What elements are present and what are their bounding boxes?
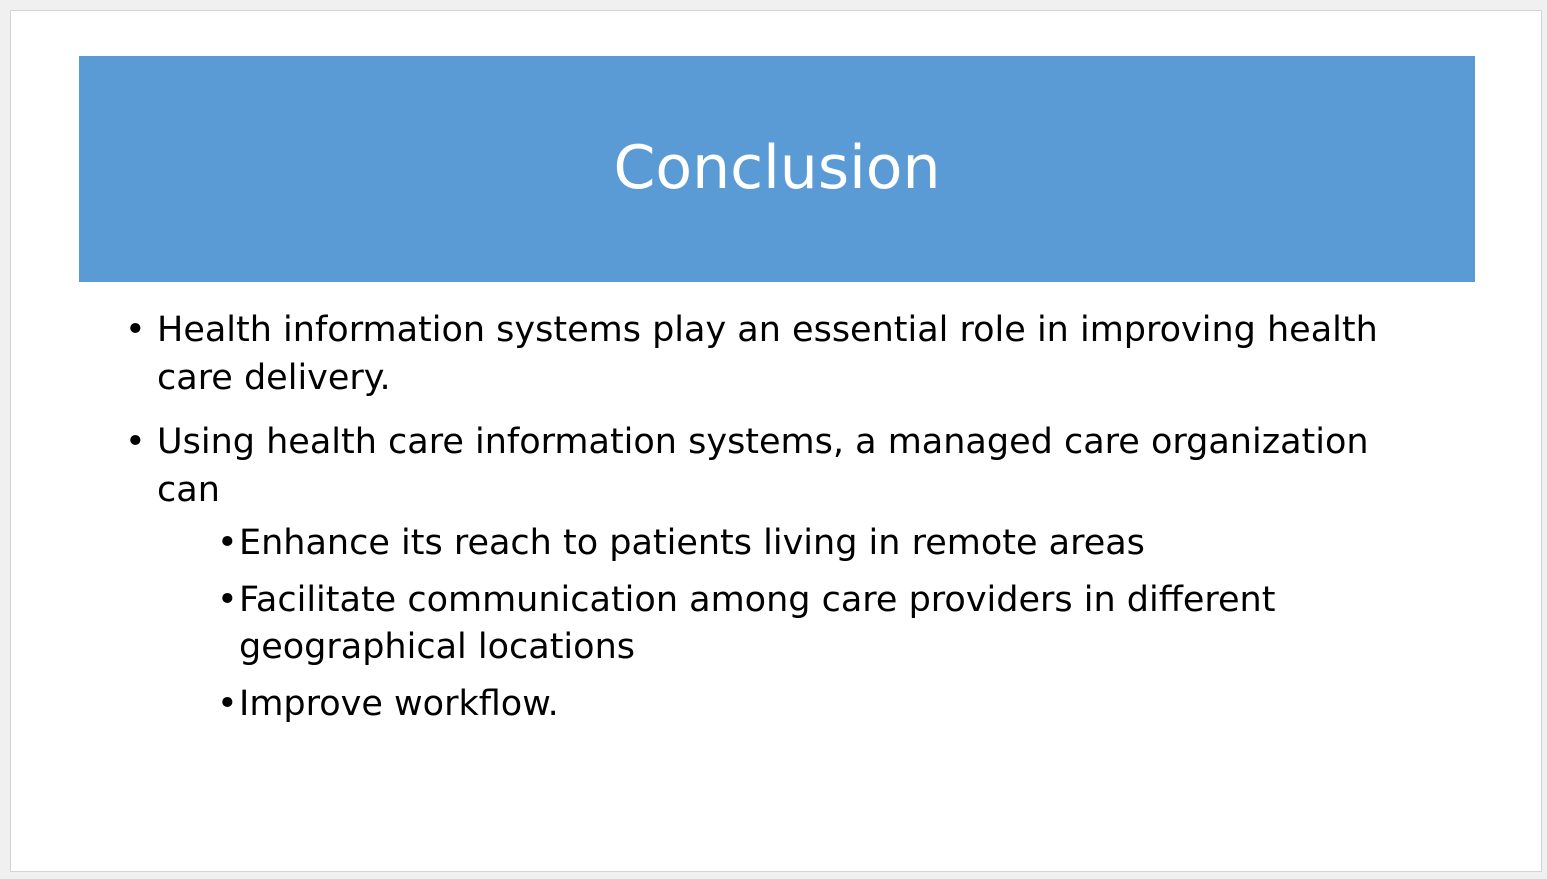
bullet-dot-icon: • — [217, 684, 238, 724]
title-band: Conclusion — [79, 56, 1475, 282]
sub-bullet-text: Enhance its reach to patients living in … — [239, 523, 1145, 563]
sub-bullet-item: • Improve workflow. — [215, 681, 1433, 728]
bullet-item: • Using health care information systems,… — [123, 418, 1433, 728]
bullet-dot-icon: • — [217, 580, 238, 620]
bullet-text: Health information systems play an essen… — [157, 310, 1378, 398]
slide-title: Conclusion — [613, 133, 941, 203]
sub-bullet-list: • Enhance its reach to patients living i… — [157, 520, 1433, 728]
slide-body: • Health information systems play an ess… — [123, 306, 1433, 744]
bullet-text: Using health care information systems, a… — [157, 422, 1369, 510]
bullet-list: • Health information systems play an ess… — [123, 306, 1433, 728]
sub-bullet-item: • Enhance its reach to patients living i… — [215, 520, 1433, 567]
bullet-dot-icon: • — [217, 523, 238, 563]
bullet-item: • Health information systems play an ess… — [123, 306, 1433, 402]
sub-bullet-item: • Facilitate communication among care pr… — [215, 577, 1433, 671]
slide: Conclusion • Health information systems … — [10, 10, 1542, 872]
sub-bullet-text: Facilitate communication among care prov… — [239, 580, 1276, 667]
sub-bullet-text: Improve workflow. — [239, 684, 559, 724]
bullet-dot-icon: • — [125, 422, 146, 462]
bullet-dot-icon: • — [125, 310, 146, 350]
